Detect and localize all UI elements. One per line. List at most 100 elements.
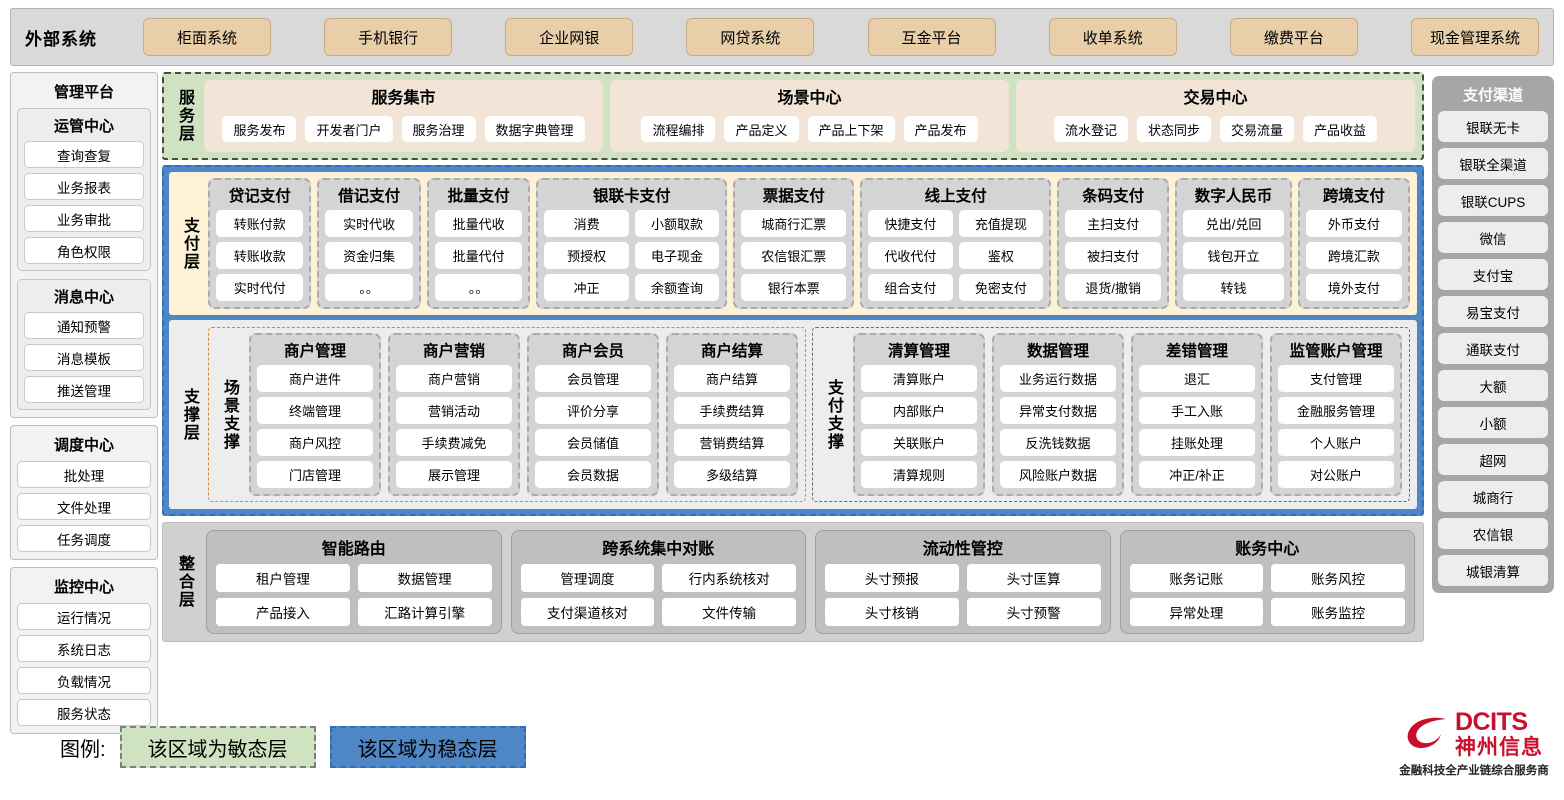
external-system-item[interactable]: 互金平台: [867, 18, 996, 56]
payment-item[interactable]: 资金归集: [325, 242, 413, 269]
support-item[interactable]: 营销费结算: [674, 429, 790, 456]
integration-item[interactable]: 行内系统核对: [662, 564, 796, 592]
payment-item[interactable]: 主扫支付: [1065, 210, 1162, 237]
payment-item[interactable]: 境外支付: [1305, 274, 1403, 301]
channel-item[interactable]: 农信银: [1438, 518, 1548, 549]
external-system-item[interactable]: 柜面系统: [143, 18, 271, 56]
payment-item[interactable]: 转账收款: [216, 242, 304, 269]
payment-item[interactable]: 跨境汇款: [1305, 242, 1403, 269]
external-system-item[interactable]: 网贷系统: [686, 18, 815, 56]
payment-item[interactable]: 充值提现: [958, 210, 1044, 237]
support-item[interactable]: 退汇: [1139, 365, 1255, 392]
service-item[interactable]: 产品上下架: [807, 116, 895, 142]
integration-item[interactable]: 数据管理: [357, 564, 492, 592]
integration-item[interactable]: 账务风控: [1271, 564, 1405, 592]
service-item[interactable]: 产品收益: [1303, 116, 1378, 142]
leaf-item[interactable]: 系统日志: [17, 635, 151, 662]
service-item[interactable]: 交易流量: [1220, 116, 1295, 142]
leaf-item[interactable]: 文件处理: [17, 493, 151, 520]
payment-item[interactable]: 电子现金: [634, 242, 720, 269]
service-item[interactable]: 数据字典管理: [484, 116, 585, 142]
support-item[interactable]: 个人账户: [1278, 429, 1394, 456]
payment-item[interactable]: 小额取款: [634, 210, 720, 237]
payment-item[interactable]: 组合支付: [868, 274, 953, 301]
payment-item[interactable]: 城商行汇票: [741, 210, 847, 237]
payment-item[interactable]: 免密支付: [958, 274, 1044, 301]
leaf-item[interactable]: 负载情况: [17, 667, 151, 694]
support-item[interactable]: 手工入账: [1139, 397, 1255, 424]
leaf-item[interactable]: 服务状态: [17, 699, 151, 726]
payment-item[interactable]: 转钱: [1183, 274, 1284, 301]
support-item[interactable]: 商户进件: [257, 365, 373, 392]
integration-item[interactable]: 头寸预警: [966, 598, 1101, 626]
payment-item[interactable]: 消费: [544, 210, 629, 237]
payment-item[interactable]: 余额查询: [634, 274, 720, 301]
service-item[interactable]: 服务发布: [222, 116, 297, 142]
payment-item[interactable]: 兑出/兑回: [1183, 210, 1284, 237]
service-item[interactable]: 开发者门户: [305, 116, 393, 142]
payment-item[interactable]: 快捷支付: [868, 210, 953, 237]
leaf-item[interactable]: 通知预警: [24, 312, 144, 339]
external-system-item[interactable]: 手机银行: [324, 18, 453, 56]
channel-item[interactable]: 银联全渠道: [1438, 148, 1548, 179]
external-system-item[interactable]: 企业网银: [505, 18, 634, 56]
support-item[interactable]: 内部账户: [861, 397, 977, 424]
support-item[interactable]: 清算账户: [861, 365, 977, 392]
payment-item[interactable]: 退货/撤销: [1065, 274, 1162, 301]
leaf-item[interactable]: 任务调度: [17, 525, 151, 552]
payment-item[interactable]: 。。: [325, 274, 413, 301]
payment-item[interactable]: 预授权: [544, 242, 629, 269]
payment-item[interactable]: 被扫支付: [1065, 242, 1162, 269]
support-item[interactable]: 清算规则: [861, 461, 977, 488]
support-item[interactable]: 展示管理: [396, 461, 512, 488]
leaf-item[interactable]: 运行情况: [17, 603, 151, 630]
external-system-item[interactable]: 缴费平台: [1229, 18, 1358, 56]
support-item[interactable]: 会员数据: [535, 461, 651, 488]
integration-item[interactable]: 账务记账: [1129, 564, 1264, 592]
payment-item[interactable]: 代收代付: [868, 242, 953, 269]
payment-item[interactable]: 批量代收: [434, 210, 523, 237]
support-item[interactable]: 对公账户: [1278, 461, 1394, 488]
support-item[interactable]: 风险账户数据: [1000, 461, 1116, 488]
service-item[interactable]: 产品定义: [724, 116, 799, 142]
support-item[interactable]: 异常支付数据: [1000, 397, 1116, 424]
support-item[interactable]: 终端管理: [257, 397, 373, 424]
service-item[interactable]: 状态同步: [1136, 116, 1211, 142]
support-item[interactable]: 门店管理: [257, 461, 373, 488]
payment-item[interactable]: 外币支付: [1305, 210, 1403, 237]
service-item[interactable]: 流程编排: [641, 116, 716, 142]
support-item[interactable]: 评价分享: [535, 397, 651, 424]
service-item[interactable]: 服务治理: [401, 116, 476, 142]
external-system-item[interactable]: 现金管理系统: [1410, 18, 1539, 56]
channel-item[interactable]: 支付宝: [1438, 259, 1548, 290]
integration-item[interactable]: 文件传输: [662, 598, 796, 626]
channel-item[interactable]: 城银清算: [1438, 555, 1548, 586]
support-item[interactable]: 手续费结算: [674, 397, 790, 424]
integration-item[interactable]: 管理调度: [520, 564, 655, 592]
support-item[interactable]: 支付管理: [1278, 365, 1394, 392]
integration-item[interactable]: 头寸核销: [825, 598, 959, 626]
payment-item[interactable]: 实时代付: [216, 274, 304, 301]
channel-item[interactable]: 城商行: [1438, 481, 1548, 512]
channel-item[interactable]: 银联无卡: [1438, 111, 1548, 142]
leaf-item[interactable]: 推送管理: [24, 376, 144, 403]
integration-item[interactable]: 汇路计算引擎: [357, 598, 492, 626]
support-item[interactable]: 多级结算: [674, 461, 790, 488]
leaf-item[interactable]: 消息模板: [24, 344, 144, 371]
support-item[interactable]: 商户营销: [396, 365, 512, 392]
channel-item[interactable]: 大额: [1438, 370, 1548, 401]
support-item[interactable]: 金融服务管理: [1278, 397, 1394, 424]
support-item[interactable]: 反洗钱数据: [1000, 429, 1116, 456]
channel-item[interactable]: 微信: [1438, 222, 1548, 253]
channel-item[interactable]: 通联支付: [1438, 333, 1548, 364]
integration-item[interactable]: 头寸匡算: [966, 564, 1101, 592]
external-system-item[interactable]: 收单系统: [1048, 18, 1177, 56]
payment-item[interactable]: 。。: [434, 274, 523, 301]
service-item[interactable]: 产品发布: [903, 116, 978, 142]
support-item[interactable]: 商户风控: [257, 429, 373, 456]
support-item[interactable]: 挂账处理: [1139, 429, 1255, 456]
leaf-item[interactable]: 业务报表: [24, 173, 144, 200]
support-item[interactable]: 商户结算: [674, 365, 790, 392]
integration-item[interactable]: 账务监控: [1271, 598, 1405, 626]
leaf-item[interactable]: 角色权限: [24, 237, 144, 264]
